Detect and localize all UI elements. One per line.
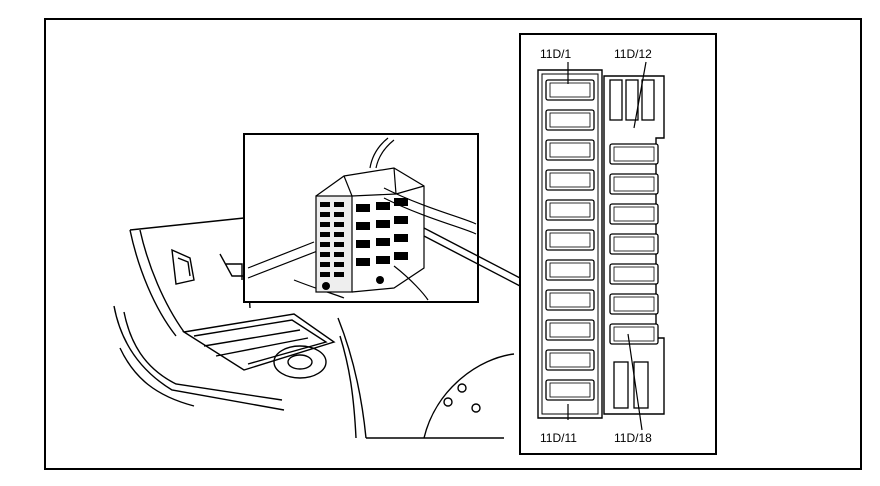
fuse-slot-right-1	[609, 143, 659, 165]
fuse-slot-left-5-inner	[549, 202, 591, 218]
label-11d-12: 11D/12	[614, 47, 652, 61]
fuse-slot-right-5	[609, 263, 659, 285]
diagram-frame: 11D/1 11D/12 11D/11 11D/18	[44, 18, 862, 470]
fuse-slot-left-8	[545, 289, 595, 311]
fuse-slot-left-10-inner	[549, 352, 591, 368]
fuse-slot-right-7-inner	[613, 326, 655, 342]
fuse-slot-left-11-inner	[549, 382, 591, 398]
relays-top	[609, 79, 655, 121]
fuse-slot-left-7-inner	[549, 262, 591, 278]
inset-border	[243, 133, 479, 303]
fuse-slot-left-9-inner	[549, 322, 591, 338]
inset-fuse-grid	[320, 198, 408, 290]
fuse-slot-left-7	[545, 259, 595, 281]
label-11d-1: 11D/1	[540, 47, 571, 61]
fuse-slot-left-4	[545, 169, 595, 191]
fuse-slot-left-2-inner	[549, 112, 591, 128]
fuse-slot-left-1-inner	[549, 82, 591, 98]
fuse-slot-left-3	[545, 139, 595, 161]
fuse-slot-left-8-inner	[549, 292, 591, 308]
leader-lines	[567, 61, 647, 431]
fuse-slot-right-3	[609, 203, 659, 225]
fuse-slot-left-4-inner	[549, 172, 591, 188]
fuse-slot-left-9	[545, 319, 595, 341]
fuse-panel: 11D/1 11D/12 11D/11 11D/18	[519, 33, 717, 455]
fuse-slot-left-5	[545, 199, 595, 221]
fuse-slot-left-2	[545, 109, 595, 131]
inset-detail	[243, 133, 479, 303]
fuse-slot-left-1	[545, 79, 595, 101]
fuse-slot-right-4-inner	[613, 236, 655, 252]
fuse-slot-left-3-inner	[549, 142, 591, 158]
fuse-slot-right-1-inner	[613, 146, 655, 162]
label-11d-11: 11D/11	[540, 431, 577, 445]
fuse-slot-left-11	[545, 379, 595, 401]
fuse-column-right	[609, 143, 659, 345]
callout-lines	[423, 227, 521, 287]
fuse-slot-right-3-inner	[613, 206, 655, 222]
fuse-column-left	[545, 79, 595, 401]
fuse-slot-right-6-inner	[613, 296, 655, 312]
fuse-slot-right-4	[609, 233, 659, 255]
fuse-slot-right-2	[609, 173, 659, 195]
fuse-slot-left-10	[545, 349, 595, 371]
fuse-slot-right-2-inner	[613, 176, 655, 192]
fuse-box-diagram: 11D/1 11D/12 11D/11 11D/18	[44, 18, 862, 470]
fuse-slot-right-5-inner	[613, 266, 655, 282]
label-11d-18: 11D/18	[614, 431, 652, 445]
fuse-slot-right-7	[609, 323, 659, 345]
fuse-slot-left-6	[545, 229, 595, 251]
fuse-slot-left-6-inner	[549, 232, 591, 248]
fuse-slot-right-6	[609, 293, 659, 315]
